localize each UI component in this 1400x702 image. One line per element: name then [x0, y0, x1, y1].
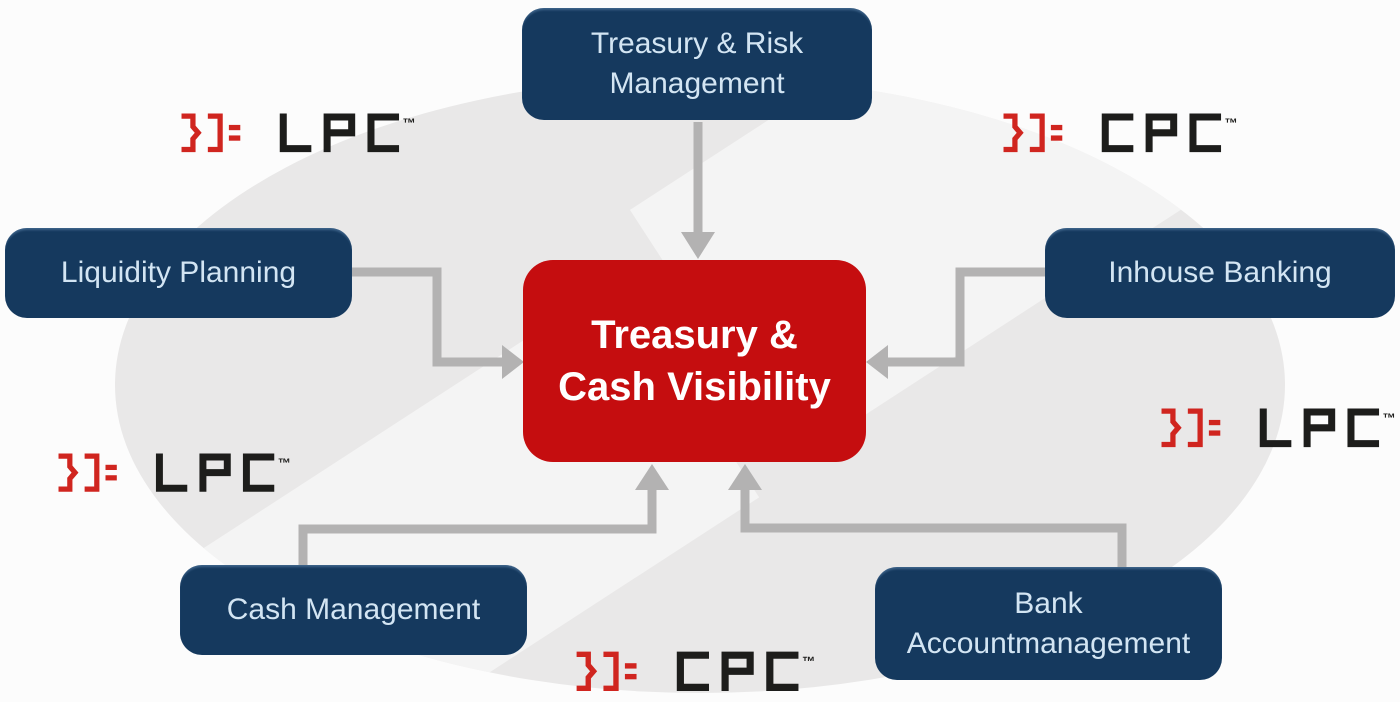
- logo-letter: [1101, 113, 1134, 153]
- logo-letter: [721, 651, 754, 691]
- logo-bracket-glyph: [84, 453, 100, 492]
- logo-colon-dash-top: [1208, 419, 1221, 426]
- logo-letter: [1189, 113, 1222, 153]
- logo-colon-dash-top: [228, 124, 241, 131]
- logo-colon-dash-bottom: [624, 673, 637, 680]
- logo-brace-glyph: [58, 453, 79, 492]
- trademark-symbol: ™: [1225, 116, 1238, 131]
- cpc-logo-bottom-center: ™: [573, 648, 828, 695]
- logo-colon-dash-top: [1050, 124, 1063, 131]
- node-inhouse-banking-label: Inhouse Banking: [1108, 256, 1332, 290]
- logo-letter: [323, 113, 356, 153]
- trademark-symbol: ™: [1383, 411, 1396, 426]
- logo-bracket-glyph: [603, 651, 619, 691]
- logo-brace-glyph: [576, 651, 598, 691]
- cpc-logo-top-right: ™: [1000, 110, 1250, 156]
- logo-letter: [367, 113, 400, 153]
- trademark-symbol: ™: [278, 455, 291, 470]
- logo-colon-dash-bottom: [1208, 430, 1221, 436]
- logo-letter: [1303, 408, 1336, 448]
- node-liquidity-planning: Liquidity Planning: [5, 228, 352, 318]
- logo-letter: [676, 651, 709, 691]
- logo-bracket-glyph: [207, 113, 223, 153]
- logo-letter: [199, 453, 231, 492]
- trademark-symbol: ™: [403, 116, 416, 131]
- logo-letter: [242, 453, 275, 492]
- logo-letter: [279, 113, 312, 153]
- lpc-logo-middle-left: ™: [55, 450, 303, 495]
- logo-brace-glyph: [181, 113, 202, 153]
- logo-brace-glyph: [1161, 408, 1182, 448]
- lpc-logo-top-left: ™: [178, 110, 428, 156]
- node-treasury-risk-management: Treasury & Risk Management: [522, 8, 872, 120]
- logo-brace-glyph: [1003, 113, 1024, 153]
- logo-bracket-glyph: [1029, 113, 1045, 153]
- node-cash-management: Cash Management: [180, 565, 527, 655]
- node-bank-accountmanagement: Bank Accountmanagement: [875, 567, 1222, 680]
- node-bank-accountmanagement-label: Bank Accountmanagement: [906, 586, 1191, 660]
- logo-colon-dash-top: [105, 464, 117, 471]
- logo-colon-dash-bottom: [105, 475, 117, 481]
- node-treasury-cash-visibility: Treasury & Cash Visibility: [523, 260, 866, 462]
- logo-letter: [155, 453, 188, 492]
- lpc-logo-middle-right: ™: [1158, 405, 1400, 451]
- logo-letter: [1347, 408, 1380, 448]
- node-liquidity-planning-label: Liquidity Planning: [60, 256, 297, 290]
- logo-letter: [766, 651, 799, 691]
- logo-letter: [1259, 408, 1292, 448]
- logo-letter: [1145, 113, 1178, 153]
- node-treasury-risk-management-label: Treasury & Risk Management: [590, 27, 804, 100]
- trademark-symbol: ™: [802, 654, 815, 669]
- logo-colon-dash-bottom: [1050, 135, 1063, 141]
- logo-colon-dash-top: [624, 663, 637, 669]
- node-treasury-cash-visibility-label: Treasury & Cash Visibility: [558, 313, 831, 409]
- node-inhouse-banking: Inhouse Banking: [1045, 228, 1395, 318]
- logo-bracket-glyph: [1187, 408, 1203, 448]
- logo-colon-dash-bottom: [228, 135, 241, 141]
- node-cash-management-label: Cash Management: [226, 593, 481, 627]
